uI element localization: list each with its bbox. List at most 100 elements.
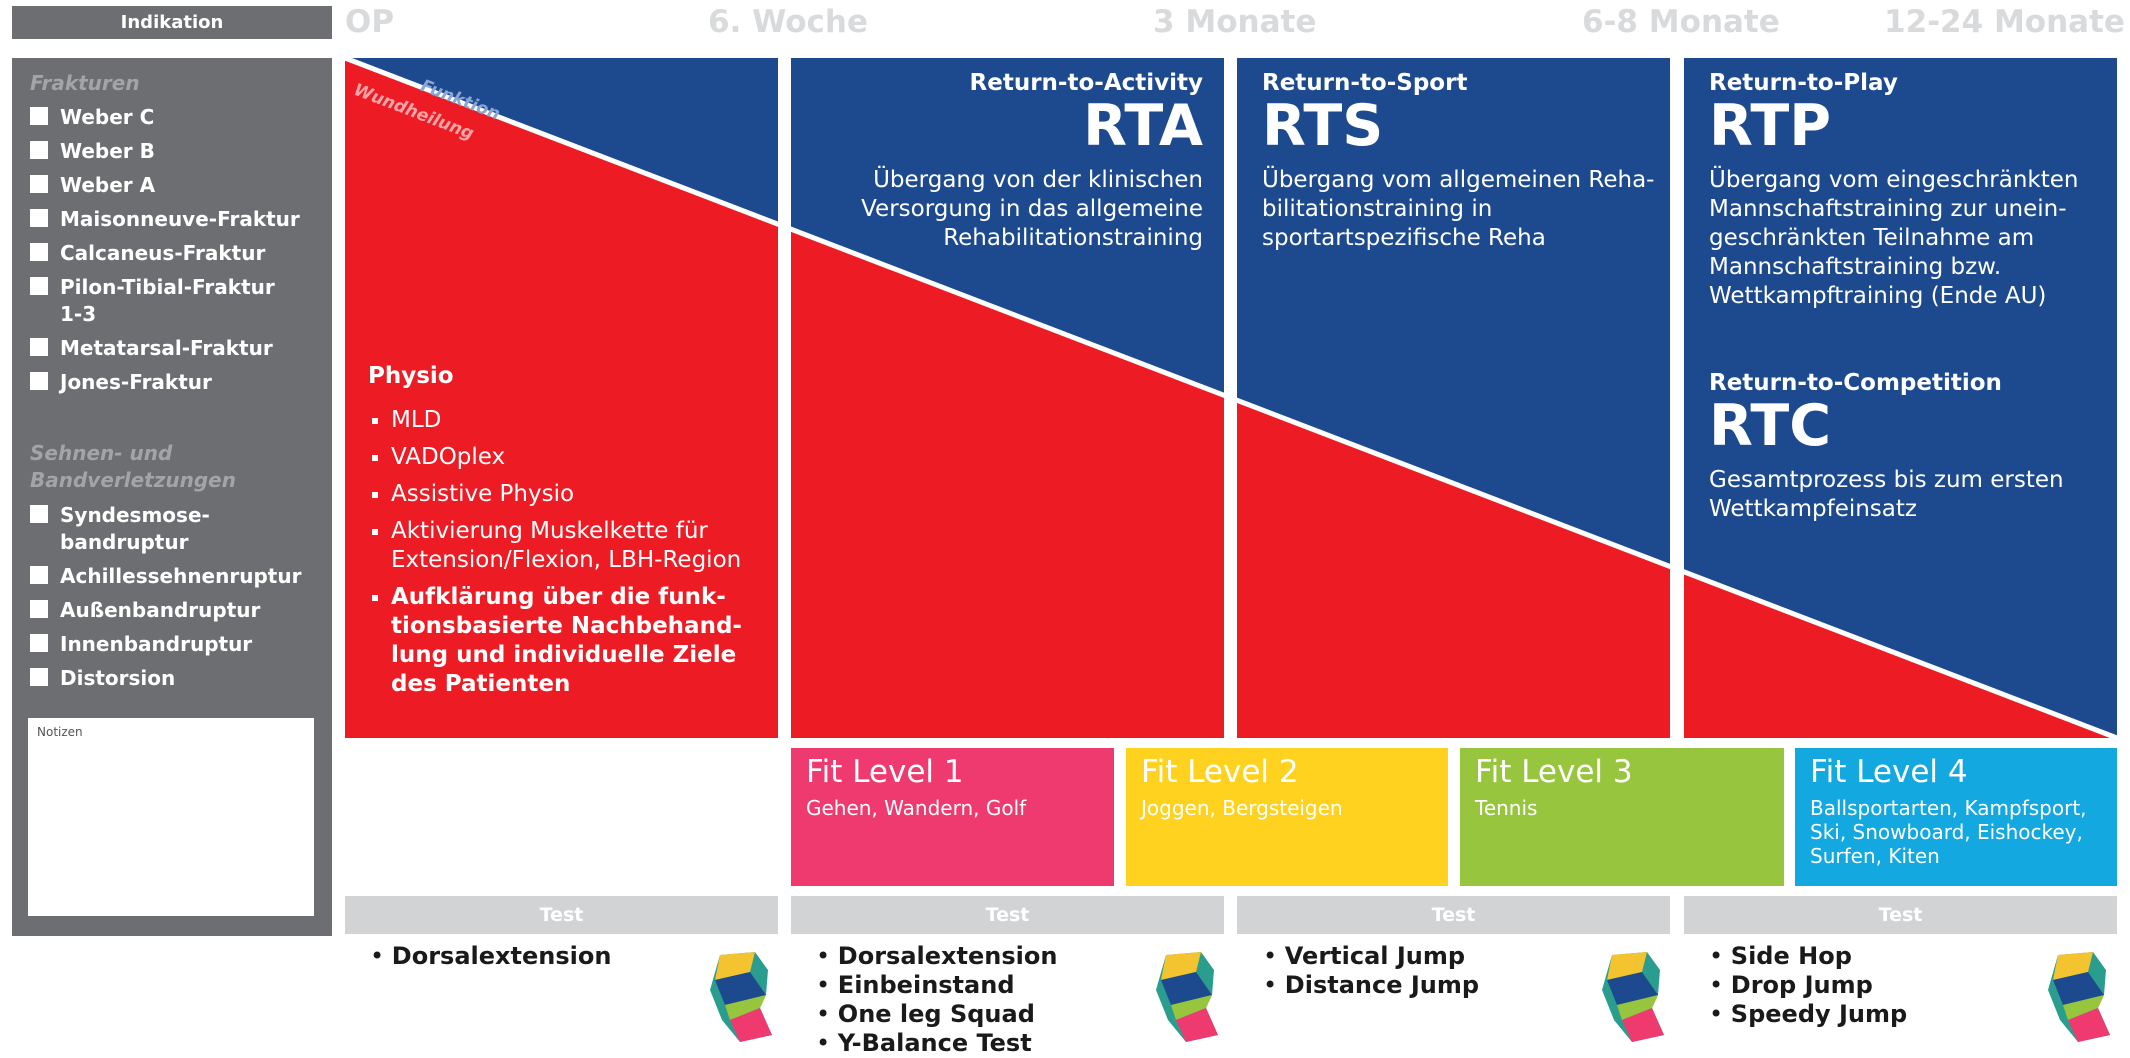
checkbox-box[interactable] bbox=[30, 600, 48, 618]
test-item: Speedy Jump bbox=[1709, 1000, 1907, 1029]
fit-level-title: Fit Level 4 bbox=[1810, 754, 1968, 790]
fit-level-desc: Joggen, Bergsteigen bbox=[1141, 796, 1343, 820]
checkbox-label: Achillessehnenruptur bbox=[60, 564, 302, 588]
timeline-3-monate: 3 Monate bbox=[1153, 4, 1317, 40]
diagonal-divider bbox=[344, 55, 2118, 741]
notes-field[interactable]: Notizen bbox=[28, 718, 314, 916]
checkbox-weber-b[interactable]: Weber B bbox=[30, 138, 155, 165]
rts-block: Return-to-Sport RTS Übergang vom allgeme… bbox=[1262, 70, 1662, 253]
rtp-subtitle: Return-to-Play bbox=[1709, 70, 1898, 96]
fit-level-1: Fit Level 1 Gehen, Wandern, Golf bbox=[791, 748, 1114, 886]
rtc-block: Return-to-Competition RTC Gesamtprozess … bbox=[1709, 370, 2109, 524]
checkbox-weber-a[interactable]: Weber A bbox=[30, 172, 155, 199]
checkbox-jones[interactable]: Jones-Fraktur bbox=[30, 369, 212, 396]
rtc-abbr: RTC bbox=[1709, 393, 1832, 459]
checkbox-box[interactable] bbox=[30, 277, 48, 295]
test-item: Einbeinstand bbox=[816, 971, 1057, 1000]
test-list-4: Side Hop Drop Jump Speedy Jump bbox=[1709, 942, 1907, 1029]
fit-level-title: Fit Level 2 bbox=[1141, 754, 1299, 790]
head-logo-icon bbox=[2048, 952, 2110, 1042]
fit-level-desc: Gehen, Wandern, Golf bbox=[806, 796, 1027, 820]
fit-level-4: Fit Level 4 Ballsportarten, Kampfsport, … bbox=[1795, 748, 2117, 886]
head-logo-icon bbox=[1602, 952, 1664, 1042]
fit-level-2: Fit Level 2 Joggen, Bergsteigen bbox=[1126, 748, 1448, 886]
checkbox-label: Pilon-Tibial-Fraktur 1-3 bbox=[60, 275, 275, 326]
checkbox-pilon-tibial[interactable]: Pilon-Tibial-Fraktur 1-3 bbox=[30, 274, 280, 328]
test-list-3: Vertical Jump Distance Jump bbox=[1263, 942, 1479, 1000]
checkbox-maisonneuve[interactable]: Maisonneuve-Fraktur bbox=[30, 206, 300, 233]
checkbox-label: Jones-Fraktur bbox=[60, 370, 212, 394]
timeline-6-woche: 6. Woche bbox=[708, 4, 868, 40]
checkbox-label: Weber A bbox=[60, 173, 156, 197]
indikation-header: Indikation bbox=[12, 6, 332, 39]
rtp-description: Übergang vom eingeschränkten Mannschafts… bbox=[1709, 167, 2079, 309]
frakturen-title: Frakturen bbox=[30, 71, 140, 95]
checkbox-aussenband[interactable]: Außenbandruptur bbox=[30, 597, 260, 624]
test-item: Vertical Jump bbox=[1263, 942, 1479, 971]
checkbox-box[interactable] bbox=[30, 243, 48, 261]
checkbox-label: Calcaneus-Fraktur bbox=[60, 241, 266, 265]
rtc-description: Gesamtprozess bis zum ersten Wettkampfei… bbox=[1709, 467, 2064, 522]
fit-level-3: Fit Level 3 Tennis bbox=[1460, 748, 1784, 886]
physio-item-bold: Aufklärung über die funk-tionsbasierte N… bbox=[372, 583, 772, 699]
checkbox-weber-c[interactable]: Weber C bbox=[30, 104, 154, 131]
rta-description: Übergang von der klinischen Versorgung i… bbox=[861, 167, 1203, 251]
test-item: Side Hop bbox=[1709, 942, 1907, 971]
checkbox-label: Distorsion bbox=[60, 666, 176, 690]
test-bar-1: Test bbox=[345, 896, 778, 934]
checkbox-label: Syndesmose-bandruptur bbox=[60, 503, 210, 554]
fit-level-title: Fit Level 1 bbox=[806, 754, 964, 790]
sehnen-title: Sehnen- und Bandverletzungen bbox=[30, 441, 236, 492]
fit-level-desc: Ballsportarten, Kampfsport, Ski, Snowboa… bbox=[1810, 796, 2087, 868]
checkbox-label: Innenbandruptur bbox=[60, 632, 253, 656]
checkbox-box[interactable] bbox=[30, 209, 48, 227]
rts-abbr: RTS bbox=[1262, 93, 1384, 159]
checkbox-metatarsal[interactable]: Metatarsal-Fraktur bbox=[30, 335, 273, 362]
rtc-subtitle: Return-to-Competition bbox=[1709, 370, 2002, 396]
checkbox-label: Außenbandruptur bbox=[60, 598, 261, 622]
timeline-12-24-monate: 12-24 Monate bbox=[1884, 4, 2125, 40]
checkbox-box[interactable] bbox=[30, 141, 48, 159]
checkbox-innenband[interactable]: Innenbandruptur bbox=[30, 631, 252, 658]
checkbox-box[interactable] bbox=[30, 566, 48, 584]
phase-diagram bbox=[344, 55, 2118, 741]
checkbox-box[interactable] bbox=[30, 175, 48, 193]
rtp-block: Return-to-Play RTP Übergang vom eingesch… bbox=[1709, 70, 2109, 311]
test-bar-4: Test bbox=[1684, 896, 2117, 934]
checkbox-achillessehne[interactable]: Achillessehnenruptur bbox=[30, 563, 301, 590]
timeline-op: OP bbox=[345, 4, 395, 40]
physio-title: Physio bbox=[368, 363, 454, 389]
test-list-2: Dorsalextension Einbeinstand One leg Squ… bbox=[816, 942, 1058, 1058]
notes-label: Notizen bbox=[37, 725, 83, 739]
checkbox-box[interactable] bbox=[30, 107, 48, 125]
physio-list: MLD VADOplex Assistive Physio Aktivierun… bbox=[372, 406, 772, 707]
test-bar-3: Test bbox=[1237, 896, 1670, 934]
checkbox-label: Metatarsal-Fraktur bbox=[60, 336, 273, 360]
checkbox-box[interactable] bbox=[30, 505, 48, 523]
checkbox-box[interactable] bbox=[30, 668, 48, 686]
test-bar-2: Test bbox=[791, 896, 1224, 934]
fit-level-desc: Tennis bbox=[1475, 796, 1538, 820]
rta-abbr: RTA bbox=[1083, 93, 1203, 159]
test-item: Distance Jump bbox=[1263, 971, 1479, 1000]
checkbox-box[interactable] bbox=[30, 634, 48, 652]
checkbox-label: Weber C bbox=[60, 105, 155, 129]
test-item: Y-Balance Test bbox=[816, 1029, 1057, 1058]
physio-item: Aktivierung Muskelkette für Extension/Fl… bbox=[372, 517, 772, 575]
checkbox-calcaneus[interactable]: Calcaneus-Fraktur bbox=[30, 240, 265, 267]
checkbox-distorsion[interactable]: Distorsion bbox=[30, 665, 175, 692]
test-item: Dorsalextension bbox=[370, 942, 612, 971]
head-logo-icon bbox=[1156, 952, 1218, 1042]
checkbox-box[interactable] bbox=[30, 338, 48, 356]
checkbox-label: Maisonneuve-Fraktur bbox=[60, 207, 300, 231]
rts-subtitle: Return-to-Sport bbox=[1262, 70, 1468, 96]
rta-block: Return-to-Activity RTA Übergang von der … bbox=[791, 70, 1203, 253]
test-list-1: Dorsalextension bbox=[370, 942, 612, 971]
rts-description: Übergang vom allgemeinen Reha-bilitation… bbox=[1262, 167, 1655, 251]
rta-subtitle: Return-to-Activity bbox=[969, 70, 1203, 96]
checkbox-syndesmose[interactable]: Syndesmose-bandruptur bbox=[30, 502, 230, 556]
checkbox-box[interactable] bbox=[30, 372, 48, 390]
indication-sidebar: Frakturen Weber C Weber B Weber A Maison… bbox=[12, 58, 332, 936]
head-logo-icon bbox=[710, 952, 772, 1042]
physio-item: Assistive Physio bbox=[372, 480, 772, 509]
